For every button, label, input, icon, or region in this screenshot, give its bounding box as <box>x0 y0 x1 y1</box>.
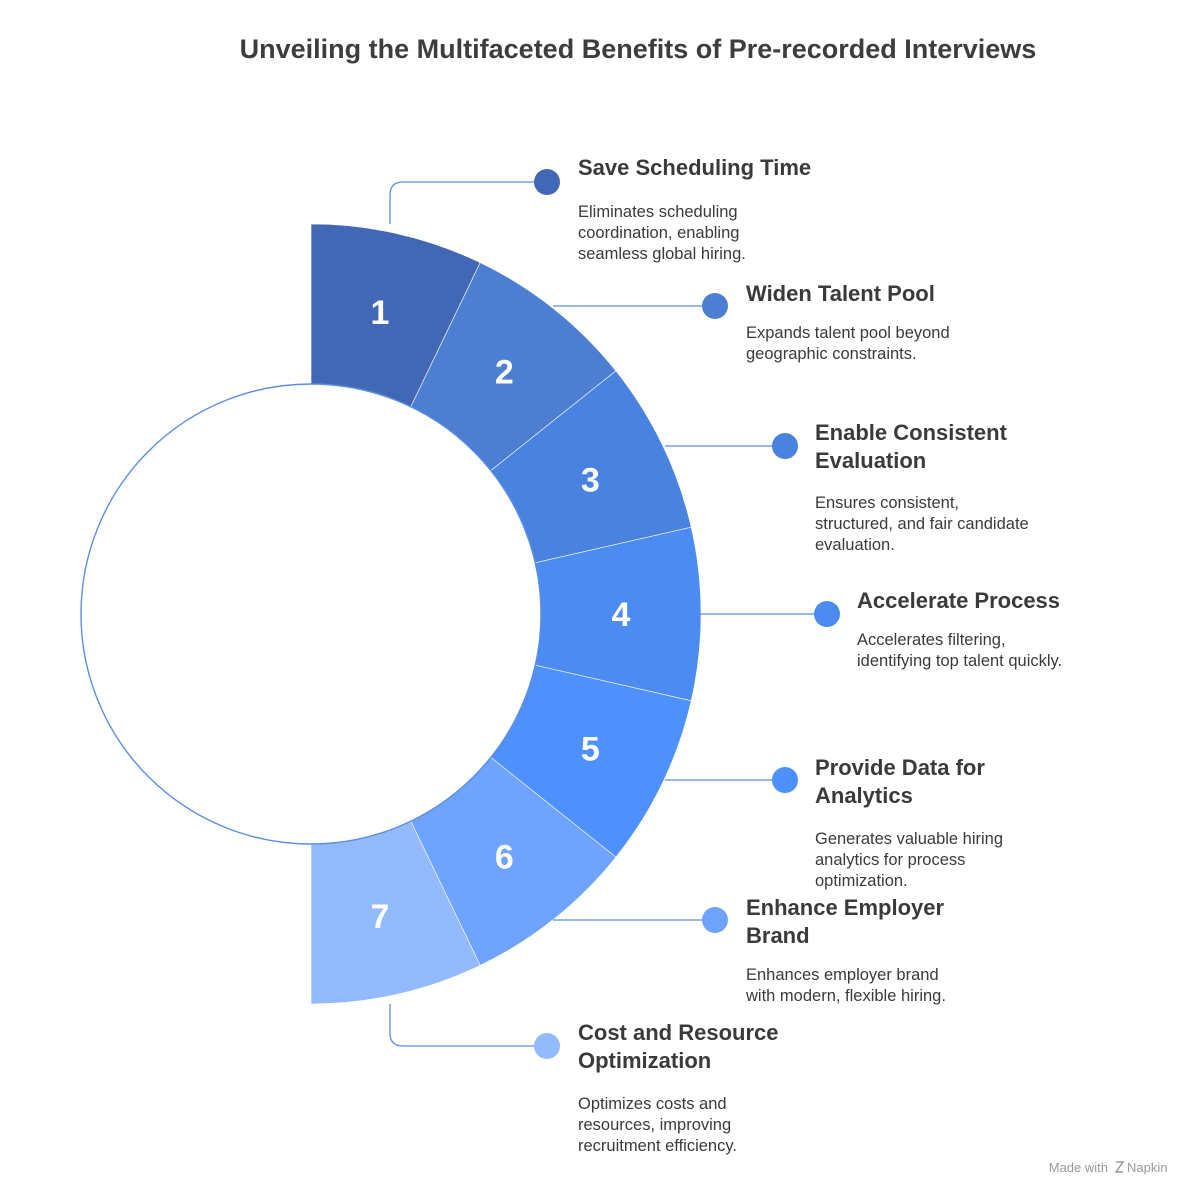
benefit-title: Widen Talent Pool <box>746 281 935 306</box>
footer-watermark: Made with Napkin <box>1049 1160 1168 1175</box>
connector-1 <box>389 181 535 224</box>
benefit-title-line: Analytics <box>815 783 913 808</box>
marker-dot-4 <box>814 601 840 627</box>
segment-number-6: 6 <box>495 838 514 876</box>
benefit-description: Accelerates filtering, identifying top ta… <box>857 631 1062 670</box>
benefit-description-line: with modern, flexible hiring. <box>745 987 946 1005</box>
benefit-description-line: resources, improving <box>578 1116 731 1134</box>
benefit-title-line: Widen Talent Pool <box>746 281 935 306</box>
benefit-description: Enhances employer brand with modern, flex… <box>745 966 946 1005</box>
benefit-title: Accelerate Process <box>857 588 1060 613</box>
benefit-title-line: Provide Data for <box>815 755 985 780</box>
benefit-description-line: optimization. <box>815 872 908 890</box>
benefit-description-line: analytics for process <box>815 851 965 869</box>
napkin-brand-label: Napkin <box>1127 1160 1167 1175</box>
benefit-title-line: Brand <box>746 923 810 948</box>
benefit-title-line: Enable Consistent <box>815 420 1008 445</box>
benefit-description: Optimizes costs and resources, improving r… <box>578 1095 737 1155</box>
benefit-description-line: recruitment efficiency. <box>578 1137 737 1155</box>
benefit-title-line: Accelerate Process <box>857 588 1060 613</box>
marker-dot-1 <box>534 169 560 195</box>
benefit-description: Generates valuable hiring analytics for p… <box>815 830 1003 890</box>
benefit-description-line: Optimizes costs and <box>578 1095 727 1113</box>
benefit-description-line: Enhances employer brand <box>746 966 939 984</box>
segment-number-3: 3 <box>581 461 600 499</box>
benefit-title-line: Evaluation <box>815 448 926 473</box>
made-with-label: Made with <box>1049 1160 1108 1175</box>
marker-dot-3 <box>772 433 798 459</box>
connector-lines <box>389 169 840 1059</box>
benefit-description-line: evaluation. <box>815 536 895 554</box>
marker-dot-2 <box>702 293 728 319</box>
benefit-title: Save Scheduling Time <box>578 155 811 180</box>
segment-number-2: 2 <box>495 354 514 392</box>
benefit-description-line: coordination, enabling <box>578 224 739 242</box>
segment-number-5: 5 <box>581 731 600 769</box>
benefit-title-line: Cost and Resource <box>578 1020 779 1045</box>
inner-circle <box>80 383 542 845</box>
benefit-description: Expands talent pool beyond geographic con… <box>746 324 950 363</box>
benefit-description-line: seamless global hiring. <box>578 245 746 263</box>
connector-7 <box>389 1004 535 1047</box>
benefit-description: Ensures consistent, structured, and fair … <box>815 494 1029 554</box>
marker-dot-6 <box>702 907 728 933</box>
segment-number-1: 1 <box>371 294 390 332</box>
benefit-description-line: geographic constraints. <box>746 345 917 363</box>
benefit-title-line: Optimization <box>578 1048 711 1073</box>
benefit-description: Eliminates scheduling coordination, enabl… <box>578 203 746 263</box>
segment-number-4: 4 <box>612 596 631 634</box>
benefit-description-line: Ensures consistent, <box>815 494 959 512</box>
benefit-description-line: identifying top talent quickly. <box>857 652 1062 670</box>
benefit-title-line: Enhance Employer <box>746 895 945 920</box>
page-title: Unveiling the Multifaceted Benefits of P… <box>240 34 1037 64</box>
napkin-logo-icon <box>1114 1161 1125 1173</box>
segment-ring: 1 2 3 4 5 6 7 <box>310 223 702 1005</box>
benefit-description-line: Eliminates scheduling <box>578 203 738 221</box>
benefit-description-line: Generates valuable hiring <box>815 830 1003 848</box>
benefit-description-line: Expands talent pool beyond <box>746 324 950 342</box>
marker-dot-7 <box>534 1033 560 1059</box>
segment-number-7: 7 <box>371 898 390 936</box>
benefit-description-line: structured, and fair candidate <box>815 515 1029 533</box>
benefit-title-line: Save Scheduling Time <box>578 155 811 180</box>
marker-dot-5 <box>772 767 798 793</box>
benefit-description-line: Accelerates filtering, <box>857 631 1006 649</box>
